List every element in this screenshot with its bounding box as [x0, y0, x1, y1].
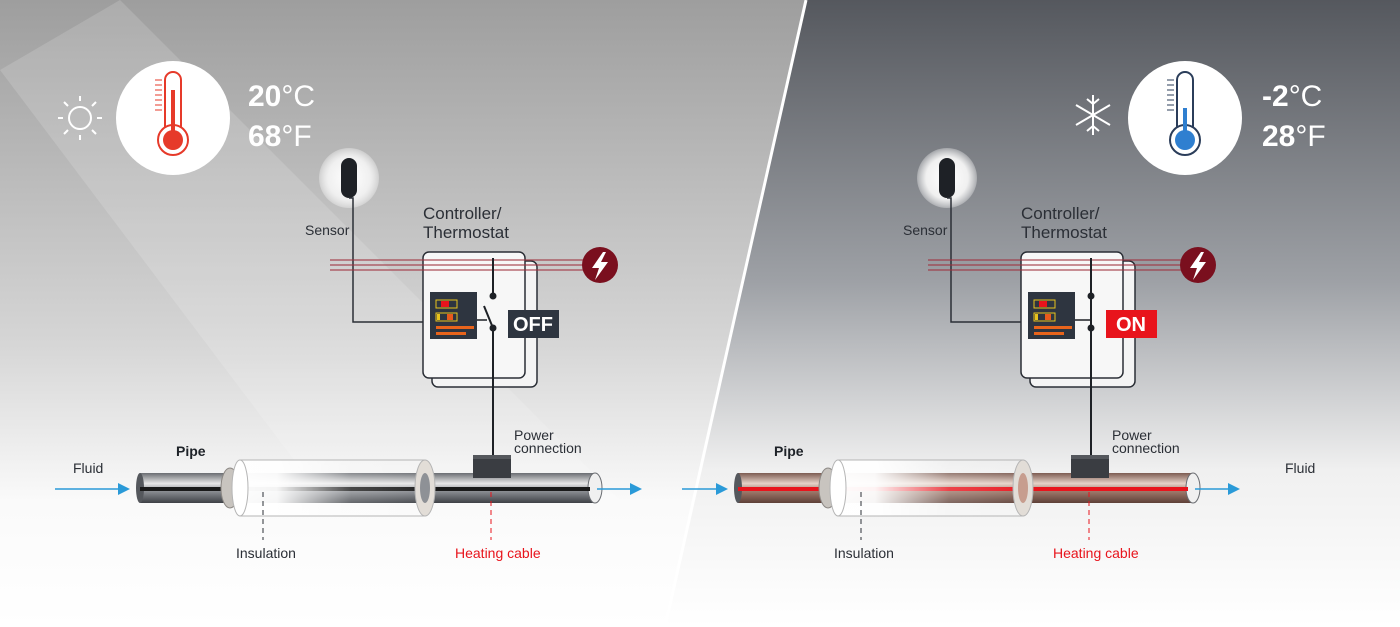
insulation-label: Insulation — [236, 545, 296, 561]
insulation-label: Insulation — [834, 545, 894, 561]
power-source-icon — [1180, 247, 1216, 283]
sensor — [917, 148, 977, 208]
insulation — [818, 459, 1034, 517]
temp-celsius: -2°C — [1262, 80, 1322, 113]
pipe-label: Pipe — [774, 443, 804, 459]
controller-label: Controller/Thermostat — [423, 204, 509, 242]
temp-fahrenheit: 68°F — [248, 120, 312, 153]
temp-fahrenheit: 28°F — [1262, 120, 1326, 153]
controller-label: Controller/Thermostat — [1021, 204, 1107, 242]
flow-arrow-in — [55, 483, 130, 495]
sun-icon — [58, 96, 102, 140]
cold-system: Sensor Controller/Thermostat ON — [682, 148, 1315, 561]
relay-switch — [1075, 258, 1095, 457]
warm-panel: 20°C 68°F — [58, 61, 315, 175]
switch-state-badge: ON — [1106, 310, 1157, 338]
sensor-label: Sensor — [903, 222, 948, 238]
power-lines — [330, 259, 585, 271]
thermometer-icon-cold — [1167, 71, 1201, 156]
heating-cable-label: Heating cable — [1053, 545, 1139, 561]
heating-cable-label: Heating cable — [455, 545, 541, 561]
power-lines — [928, 259, 1183, 271]
controller-display — [1028, 292, 1075, 339]
controller-display — [430, 292, 477, 339]
sensor-icon — [341, 158, 357, 198]
insulation — [220, 459, 436, 517]
warm-system: Sensor Controller/Thermostat OFF — [55, 148, 642, 561]
temp-celsius: 20°C — [248, 80, 315, 113]
sensor — [319, 148, 379, 208]
sensor-label: Sensor — [305, 222, 350, 238]
cold-panel: -2°C 28°F — [1075, 61, 1326, 175]
pipe-label: Pipe — [176, 443, 206, 459]
panel-divider — [663, 0, 808, 627]
sensor-icon — [939, 158, 955, 198]
switch-state-badge: OFF — [508, 310, 559, 338]
flow-arrow-out — [1195, 483, 1240, 495]
snowflake-icon — [1075, 95, 1111, 135]
power-source-icon — [582, 247, 618, 283]
thermometer-icon-warm — [155, 71, 189, 156]
power-connection-box — [1071, 455, 1109, 478]
power-connection-box — [473, 455, 511, 478]
relay-switch — [477, 258, 497, 457]
svg-text:OFF: OFF — [513, 314, 553, 336]
flow-arrow-out — [597, 483, 642, 495]
flow-arrow-in — [682, 483, 728, 495]
fluid-label: Fluid — [73, 460, 103, 476]
fluid-label: Fluid — [1285, 460, 1315, 476]
svg-text:ON: ON — [1116, 314, 1146, 336]
